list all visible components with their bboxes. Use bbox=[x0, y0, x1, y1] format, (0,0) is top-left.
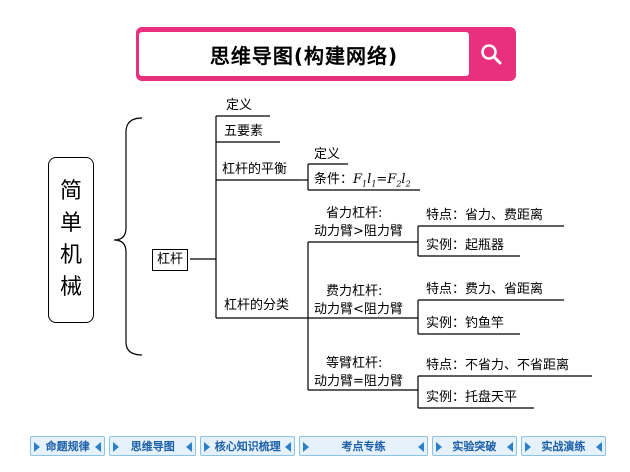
labor-costing-lever-relation: 动力臂<阻力臂 bbox=[314, 302, 403, 317]
equal-arm-example: 实例：托盘天平 bbox=[426, 390, 518, 405]
labor-costing-lever-name: 费力杠杆: bbox=[326, 284, 383, 299]
root-char: 械 bbox=[59, 275, 82, 300]
lever-balance-node: 杠杆的平衡 bbox=[222, 162, 288, 177]
root-char: 机 bbox=[59, 243, 82, 268]
equal-arm-lever-relation: 动力臂=阻力臂 bbox=[314, 374, 403, 389]
root-node-simple-machine: 简 单 机 械 bbox=[48, 157, 94, 323]
bottom-nav: 命题规律 思维导图 核心知识梳理 考点专练 实验突破 实战演练 bbox=[30, 436, 610, 458]
equal-arm-lever-name: 等臂杠杆: bbox=[326, 356, 383, 371]
nav-item-practical-drill[interactable]: 实战演练 bbox=[520, 436, 606, 456]
labor-saving-lever-relation: 动力臂>阻力臂 bbox=[314, 224, 403, 239]
root-char: 简 bbox=[59, 179, 82, 204]
nav-item-core-knowledge[interactable]: 核心知识梳理 bbox=[200, 436, 296, 456]
five-elements-node: 五要素 bbox=[224, 124, 264, 139]
labor-costing-example: 实例：钓鱼竿 bbox=[426, 316, 505, 331]
equal-arm-feature: 特点：不省力、不省距离 bbox=[426, 358, 570, 373]
labor-saving-lever-name: 省力杠杆: bbox=[326, 206, 383, 221]
nav-item-mind-map[interactable]: 思维导图 bbox=[109, 436, 197, 456]
root-char: 单 bbox=[59, 211, 82, 236]
page-title: 思维导图(构建网络) bbox=[139, 32, 469, 76]
lever-classification-node: 杠杆的分类 bbox=[224, 298, 290, 313]
labor-saving-example: 实例：起瓶器 bbox=[426, 238, 505, 253]
balance-definition-node: 定义 bbox=[314, 147, 341, 162]
definition-node: 定义 bbox=[226, 98, 253, 113]
condition-label: 条件： bbox=[314, 172, 354, 187]
nav-item-proposition-rules[interactable]: 命题规律 bbox=[30, 436, 106, 456]
balance-condition-node: 条件：F1l1=F2l2 bbox=[314, 172, 411, 193]
nav-item-experiment-breakthrough[interactable]: 实验突破 bbox=[431, 436, 517, 456]
search-button[interactable] bbox=[470, 32, 512, 76]
search-icon bbox=[481, 44, 502, 65]
nav-item-topic-practice[interactable]: 考点专练 bbox=[299, 436, 428, 456]
labor-saving-feature: 特点：省力、费距离 bbox=[426, 208, 544, 223]
labor-costing-feature: 特点：费力、省距离 bbox=[426, 282, 544, 297]
balance-formula: F1l1=F2l2 bbox=[353, 172, 411, 189]
lever-node: 杠杆 bbox=[152, 249, 189, 271]
